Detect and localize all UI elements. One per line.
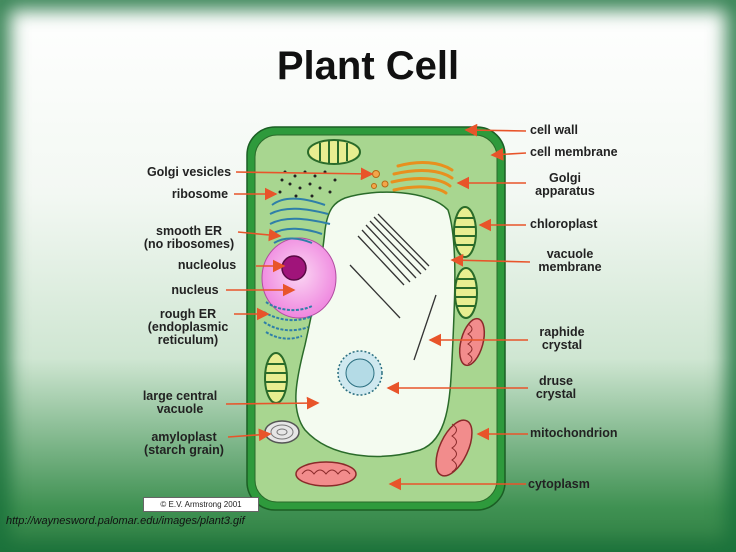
label-amyloplast: amyloplast (starch grain)	[144, 430, 224, 457]
golgi-vesicles	[371, 170, 389, 189]
label-arrows	[225, 123, 531, 491]
copyright-credit: © E.V. Armstrong 2001	[143, 497, 259, 512]
label-smooth-er: smooth ER (no ribosomes)	[143, 224, 235, 251]
label-cytoplasm: cytoplasm	[528, 477, 590, 491]
label-large-central-vacuole: large central vacuole	[142, 389, 218, 416]
source-url[interactable]: http://waynesword.palomar.edu/images/pla…	[6, 515, 245, 527]
label-ribosome: ribosome	[171, 187, 229, 201]
chloroplast	[307, 139, 361, 165]
label-mitochondrion: mitochondrion	[530, 426, 618, 440]
mitochondrion	[295, 461, 357, 487]
smooth-er	[269, 197, 331, 244]
nucleolus	[281, 255, 307, 281]
label-rough-er: rough ER (endoplasmic reticulum)	[147, 307, 229, 347]
chloroplast	[264, 352, 288, 404]
label-nucleolus: nucleolus	[177, 258, 237, 272]
page-title: Plant Cell	[276, 44, 460, 88]
label-cell-wall: cell wall	[530, 123, 578, 137]
chloroplast	[453, 206, 477, 258]
label-golgi-vesicles: Golgi vesicles	[146, 165, 232, 179]
chloroplast	[454, 267, 478, 319]
label-druse-crystal: druse crystal	[535, 374, 577, 401]
label-nucleus: nucleus	[171, 283, 219, 297]
raphide-crystal	[349, 213, 437, 361]
label-cell-membrane: cell membrane	[530, 145, 618, 159]
label-vacuole-membrane: vacuole membrane	[538, 247, 602, 274]
amyloplast	[264, 420, 300, 444]
golgi-apparatus	[390, 161, 454, 195]
druse-crystal	[337, 350, 383, 396]
label-raphide-crystal: raphide crystal	[539, 325, 585, 352]
mitochondrion	[435, 419, 473, 477]
label-golgi-apparatus: Golgi apparatus	[535, 171, 595, 198]
label-chloroplast: chloroplast	[530, 217, 598, 231]
mitochondrion	[458, 317, 486, 367]
